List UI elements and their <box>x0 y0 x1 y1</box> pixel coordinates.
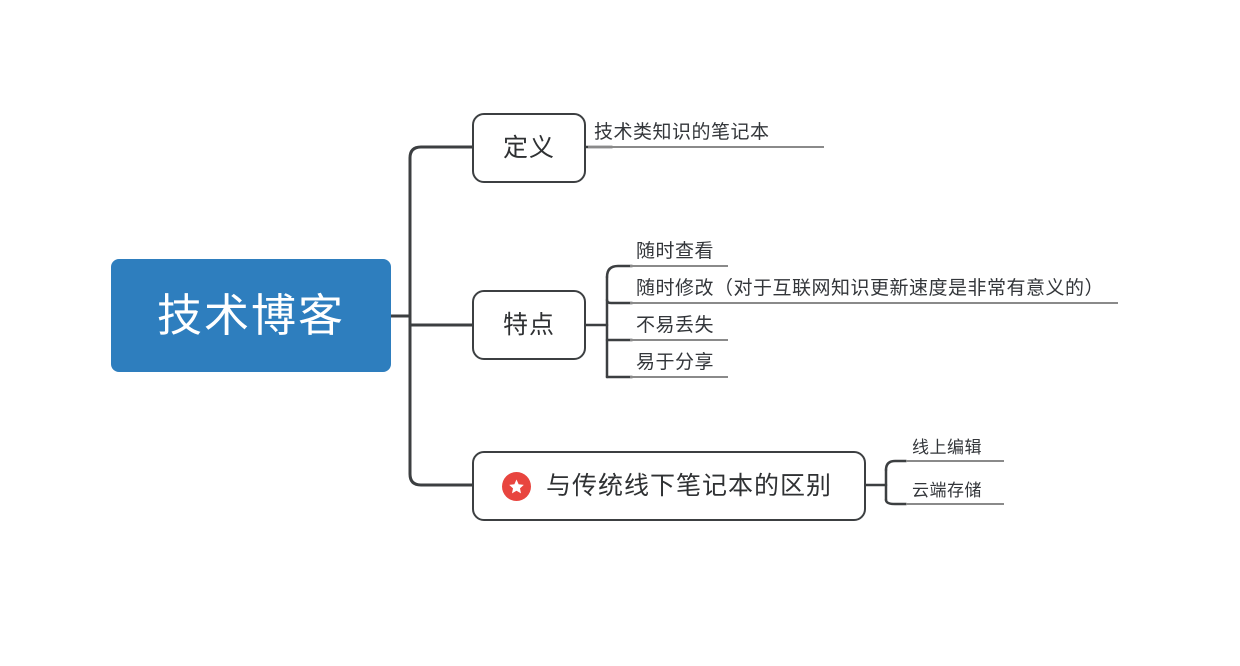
branch-node-features-label: 特点 <box>502 310 555 339</box>
leaf-features-1-label: 随时查看 <box>636 241 715 263</box>
leaf-features-4[interactable]: 易于分享 <box>630 348 728 378</box>
leaf-definition-1[interactable]: 技术类知识的笔记本 <box>588 118 824 148</box>
wire-difference-child-1 <box>884 459 908 472</box>
leaf-features-4-label: 易于分享 <box>636 352 715 374</box>
leaf-features-3-label: 不易丢失 <box>636 315 715 337</box>
branch-node-difference-label: 与传统线下笔记本的区别 <box>546 471 833 500</box>
leaf-features-2-label: 随时修改（对于互联网知识更新速度是非常有意义的） <box>636 278 1105 300</box>
star-badge-icon <box>502 471 531 501</box>
leaf-features-3[interactable]: 不易丢失 <box>630 311 728 341</box>
leaf-difference-1-label: 线上编辑 <box>912 438 982 458</box>
wire-features-child-1 <box>605 264 634 279</box>
wire-main-trunk <box>408 145 474 487</box>
leaf-difference-2-label: 云端存储 <box>912 481 982 501</box>
branch-node-features[interactable]: 特点 <box>472 290 586 360</box>
branch-node-difference[interactable]: 与传统线下笔记本的区别 <box>472 451 866 521</box>
wire-features-child-2 <box>605 298 634 305</box>
root-node-label: 技术博客 <box>156 290 345 341</box>
wire-difference-child-2 <box>884 498 908 506</box>
leaf-features-1[interactable]: 随时查看 <box>630 237 728 267</box>
root-node[interactable]: 技术博客 <box>111 259 391 372</box>
leaf-definition-1-label: 技术类知识的笔记本 <box>594 122 770 144</box>
leaf-features-2[interactable]: 随时修改（对于互联网知识更新速度是非常有意义的） <box>630 274 1118 304</box>
leaf-difference-1[interactable]: 线上编辑 <box>906 436 1004 462</box>
leaf-difference-2[interactable]: 云端存储 <box>906 479 1004 505</box>
branch-node-definition[interactable]: 定义 <box>472 113 586 183</box>
branch-node-definition-label: 定义 <box>502 133 555 162</box>
